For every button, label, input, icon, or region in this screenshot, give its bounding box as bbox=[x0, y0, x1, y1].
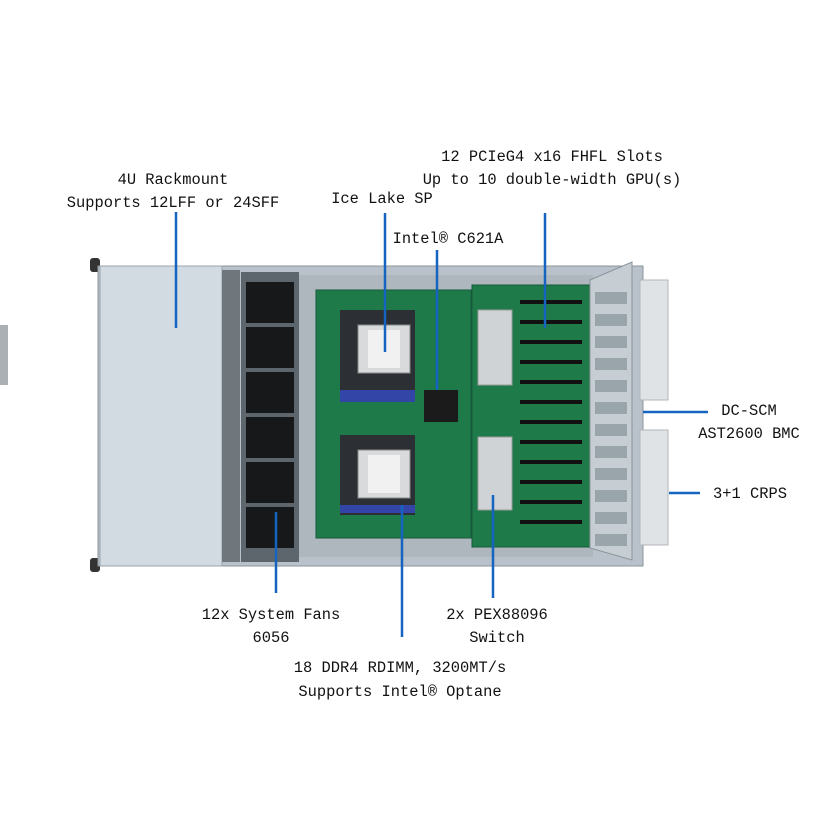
pcie-switch-board bbox=[471, 284, 591, 548]
slot-bracket bbox=[595, 358, 627, 370]
slot-bracket bbox=[595, 468, 627, 480]
label-bmc-line2: AST2600 BMC bbox=[698, 425, 800, 443]
fan bbox=[246, 462, 294, 503]
slot-bracket bbox=[595, 512, 627, 524]
label-bmc-line1: DC-SCM bbox=[721, 402, 776, 420]
pcie-slot bbox=[520, 480, 582, 484]
label-chipset: Intel® C621A bbox=[393, 230, 505, 248]
chipset-heatsink bbox=[424, 390, 458, 422]
pcie-slot bbox=[520, 380, 582, 384]
rear-io-brackets bbox=[589, 261, 633, 561]
pcie-slot bbox=[520, 500, 582, 504]
label-memory-line2: Supports Intel® Optane bbox=[298, 683, 501, 701]
system-fans bbox=[241, 272, 299, 562]
fan bbox=[246, 507, 294, 548]
fan bbox=[246, 327, 294, 368]
pcie-slot bbox=[520, 420, 582, 424]
label-switch-line2: Switch bbox=[469, 629, 524, 647]
pcie-slot bbox=[520, 440, 582, 444]
pcie-slot bbox=[520, 460, 582, 464]
label-pcie-line2: Up to 10 double-width GPU(s) bbox=[423, 171, 682, 189]
slot-bracket bbox=[595, 402, 627, 414]
slot-bracket bbox=[595, 292, 627, 304]
label-rackmount-line1: 4U Rackmount bbox=[118, 171, 229, 189]
motherboard bbox=[315, 289, 472, 539]
pcie-slot bbox=[520, 320, 582, 324]
slot-bracket bbox=[595, 446, 627, 458]
label-memory-line1: 18 DDR4 RDIMM, 3200MT/s bbox=[294, 659, 506, 677]
fan bbox=[246, 282, 294, 323]
switch-heatsink-2 bbox=[477, 436, 513, 511]
slot-bracket bbox=[595, 424, 627, 436]
slot-bracket bbox=[595, 490, 627, 502]
pcie-slot bbox=[520, 340, 582, 344]
label-rackmount-line2: Supports 12LFF or 24SFF bbox=[67, 194, 279, 212]
pcie-slot bbox=[520, 400, 582, 404]
drive-bay-cover bbox=[99, 265, 223, 567]
fan bbox=[246, 372, 294, 413]
label-fans-line1: 12x System Fans bbox=[202, 606, 341, 624]
pcie-slot bbox=[520, 300, 582, 304]
label-fans-line2: 6056 bbox=[253, 629, 290, 647]
label-cpu: Ice Lake SP bbox=[331, 190, 433, 208]
label-psu: 3+1 CRPS bbox=[713, 485, 787, 503]
psu-2 bbox=[639, 429, 669, 546]
neighbor-chassis-edge bbox=[0, 325, 8, 385]
pcie-slot bbox=[520, 360, 582, 364]
switch-heatsink-1 bbox=[477, 309, 513, 386]
slot-bracket bbox=[595, 336, 627, 348]
psu-1 bbox=[639, 279, 669, 401]
label-switch-line1: 2x PEX88096 bbox=[446, 606, 548, 624]
slot-bracket bbox=[595, 534, 627, 546]
pcie-slot bbox=[520, 520, 582, 524]
label-pcie-line1: 12 PCIeG4 x16 FHFL Slots bbox=[441, 148, 663, 166]
slot-bracket bbox=[595, 380, 627, 392]
slot-bracket bbox=[595, 314, 627, 326]
fan bbox=[246, 417, 294, 458]
